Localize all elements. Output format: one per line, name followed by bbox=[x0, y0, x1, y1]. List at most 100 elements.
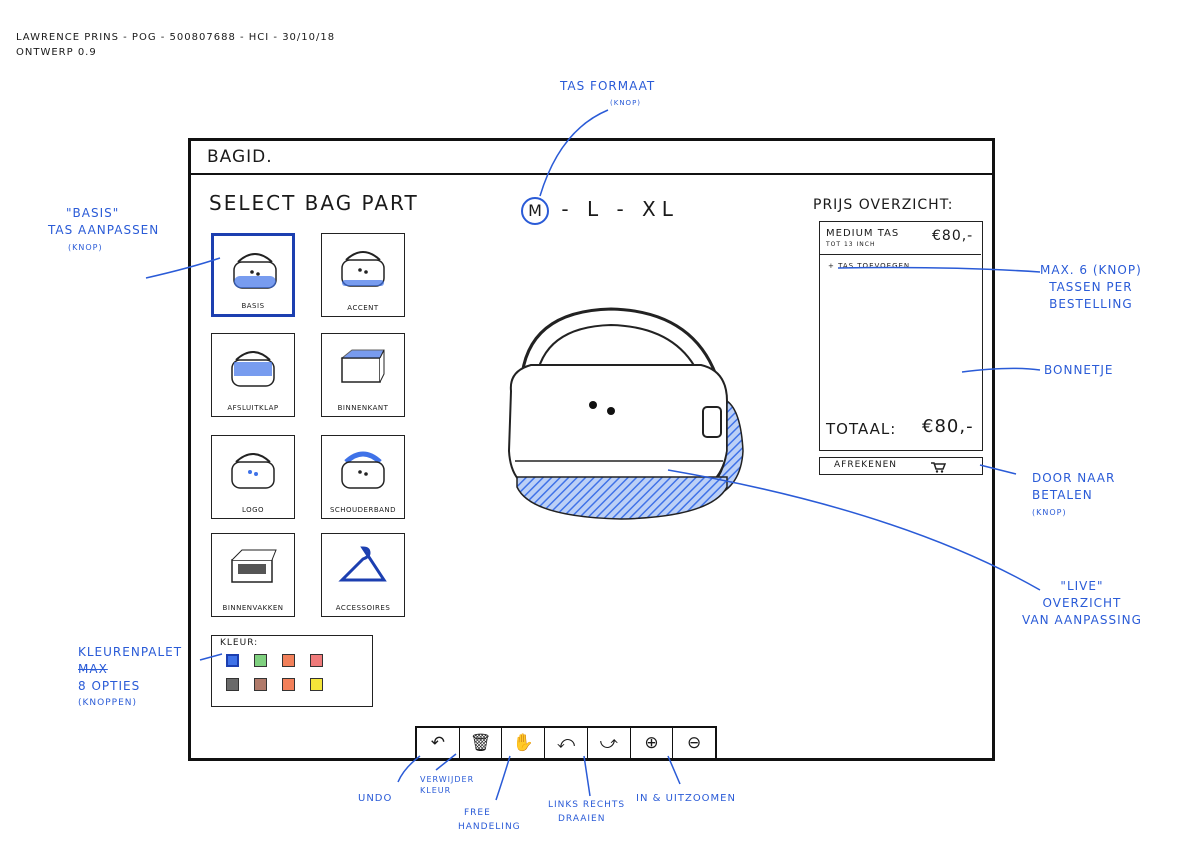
color-swatch[interactable] bbox=[282, 678, 295, 691]
part-binnenkant-button[interactable]: BINNENKANT bbox=[321, 333, 405, 417]
annotation-text: TAS FORMAAT bbox=[560, 79, 656, 93]
title-bar: BAGID. bbox=[191, 141, 992, 175]
item-price: €80,- bbox=[932, 228, 974, 244]
zoom-out-button[interactable]: ⊖ bbox=[673, 728, 715, 758]
total-value: €80,- bbox=[922, 416, 974, 437]
annotation-undo: UNDO bbox=[358, 793, 393, 804]
receipt: MEDIUM TAS TOT 13 INCH €80,- + TAS TOEVO… bbox=[819, 221, 983, 451]
annotation-door-naar-betalen: DOOR NAAR BETALEN (KNOP) bbox=[1032, 470, 1115, 521]
annotation-text: KLEUR bbox=[420, 786, 452, 795]
annotation-live-overzicht: "LIVE" OVERZICHT VAN AANPASSING bbox=[1022, 578, 1142, 629]
color-swatch[interactable] bbox=[254, 654, 267, 667]
size-separator: - bbox=[561, 197, 575, 221]
part-accessoires-button[interactable]: ACCESSOIRES bbox=[321, 533, 405, 617]
item-sub: TOT 13 INCH bbox=[826, 241, 876, 248]
annotation-text: VERWIJDER bbox=[420, 775, 475, 784]
size-selector: M - L - XL bbox=[521, 197, 679, 225]
bag-preview[interactable] bbox=[491, 291, 751, 531]
hand-icon: ✋ bbox=[512, 733, 534, 753]
annotation-verwijder-kleur: VERWIJDER KLEUR bbox=[420, 774, 474, 796]
annotation-text: LINKS RECHTS bbox=[548, 800, 626, 810]
part-afsluitklap-button[interactable]: AFSLUITKLAP bbox=[211, 333, 295, 417]
annotation-text: MAX. 6 (KNOP) bbox=[1040, 263, 1142, 277]
part-logo-button[interactable]: LOGO bbox=[211, 435, 295, 519]
annotation-text: BETALEN bbox=[1032, 488, 1093, 502]
bag-part-icon bbox=[231, 549, 277, 583]
part-label: BINNENKANT bbox=[337, 404, 389, 412]
total-label: TOTAAL: bbox=[826, 420, 897, 438]
annotation-text: (KNOP) bbox=[610, 99, 642, 107]
part-basis-button[interactable]: BASIS bbox=[211, 233, 295, 317]
annotation-text: DOOR NAAR bbox=[1032, 471, 1116, 485]
undo-button[interactable]: ↶ bbox=[417, 728, 460, 758]
part-accent-button[interactable]: ACCENT bbox=[321, 233, 405, 317]
size-option-l[interactable]: L bbox=[586, 197, 605, 221]
annotation-text: KLEURENPALET bbox=[78, 645, 183, 659]
toolbar: ↶ 🗑 ✋ ⤺ ⤻ ⊕ ⊖ bbox=[415, 726, 717, 758]
zoom-out-icon: ⊖ bbox=[687, 733, 702, 753]
annotation-text: TASSEN PER bbox=[1049, 280, 1133, 294]
bag-part-icon bbox=[340, 349, 385, 383]
select-bag-part-title: SELECT BAG PART bbox=[209, 191, 419, 215]
annotation-free-handeling: FREE HANDELING bbox=[458, 806, 521, 834]
author-note: LAWRENCE PRINS - POG - 500807688 - HCI -… bbox=[16, 30, 335, 60]
receipt-divider bbox=[820, 254, 981, 255]
rotate-right-button[interactable]: ⤻ bbox=[588, 728, 631, 758]
bag-part-icon bbox=[233, 253, 277, 289]
color-palette: KLEUR: bbox=[211, 635, 373, 707]
annotation-links-rechts-draaien: LINKS RECHTS DRAAIEN bbox=[548, 798, 625, 826]
annotation-text: VAN AANPASSING bbox=[1022, 613, 1142, 627]
checkout-label: AFREKENEN bbox=[834, 460, 898, 470]
annotation-text: MAX bbox=[78, 662, 108, 676]
annotation-text: (KNOP) bbox=[68, 243, 103, 252]
rotate-right-icon: ⤻ bbox=[599, 733, 618, 753]
hanger-icon bbox=[338, 546, 387, 582]
color-swatch[interactable] bbox=[226, 678, 239, 691]
add-bag-button[interactable]: + TAS TOEVOEGEN bbox=[828, 262, 911, 270]
size-option-xl[interactable]: XL bbox=[642, 197, 679, 221]
item-name: MEDIUM TAS bbox=[826, 228, 900, 239]
author-line: LAWRENCE PRINS - POG - 500807688 - HCI -… bbox=[16, 32, 336, 43]
annotation-text: (KNOPPEN) bbox=[78, 698, 138, 708]
annotation-text: HANDELING bbox=[458, 822, 521, 832]
rotate-left-icon: ⤺ bbox=[556, 733, 576, 753]
annotation-basis: "BASIS" TAS AANPASSEN (KNOP) bbox=[48, 205, 168, 256]
color-swatch[interactable] bbox=[310, 678, 323, 691]
annotation-text: DRAAIEN bbox=[558, 814, 606, 824]
color-swatch[interactable] bbox=[282, 654, 295, 667]
undo-icon: ↶ bbox=[430, 733, 445, 753]
delete-color-button[interactable]: 🗑 bbox=[460, 728, 503, 758]
kleur-label: KLEUR: bbox=[220, 638, 259, 648]
rotate-left-button[interactable]: ⤺ bbox=[545, 728, 588, 758]
app-window: BAGID. SELECT BAG PART M - L - XL BASIS … bbox=[188, 138, 995, 761]
annotation-kleurenpalet: KLEURENPALET MAX 8 OPTIES (KNOPPEN) bbox=[78, 644, 182, 712]
bag-part-icon bbox=[231, 351, 275, 387]
color-swatch[interactable] bbox=[226, 654, 239, 667]
annotation-zoom: IN & UITZOOMEN bbox=[636, 793, 736, 804]
size-option-m[interactable]: M bbox=[521, 197, 549, 225]
color-swatch[interactable] bbox=[310, 654, 323, 667]
app-title: BAGID. bbox=[207, 147, 273, 167]
price-overview-title: PRIJS OVERZICHT: bbox=[813, 197, 954, 213]
bag-part-icon bbox=[341, 251, 385, 287]
part-label: BINNENVAKKEN bbox=[222, 604, 284, 612]
part-binnenvakken-button[interactable]: BINNENVAKKEN bbox=[211, 533, 295, 617]
part-schouderband-button[interactable]: SCHOUDERBAND bbox=[321, 435, 405, 519]
annotation-text: FREE bbox=[464, 808, 491, 818]
version-line: ONTWERP 0.9 bbox=[16, 47, 97, 58]
zoom-in-button[interactable]: ⊕ bbox=[631, 728, 674, 758]
annotation-tas-formaat: TAS FORMAAT (KNOP) bbox=[560, 78, 655, 112]
part-label: SCHOUDERBAND bbox=[329, 506, 397, 514]
annotation-text: OVERZICHT bbox=[1042, 596, 1122, 610]
annotation-max6: MAX. 6 (KNOP) TASSEN PER BESTELLING bbox=[1040, 262, 1142, 313]
free-move-button[interactable]: ✋ bbox=[502, 728, 546, 758]
color-swatch[interactable] bbox=[254, 678, 267, 691]
trash-icon: 🗑 bbox=[469, 733, 492, 753]
annotation-text: "LIVE" bbox=[1060, 579, 1104, 593]
annotation-text: "BASIS" bbox=[66, 206, 120, 220]
zoom-in-icon: ⊕ bbox=[644, 733, 659, 753]
bag-part-icon bbox=[341, 451, 385, 489]
cart-icon bbox=[931, 462, 946, 473]
part-label: AFSLUITKLAP bbox=[227, 404, 279, 412]
checkout-button[interactable]: AFREKENEN bbox=[819, 457, 983, 475]
